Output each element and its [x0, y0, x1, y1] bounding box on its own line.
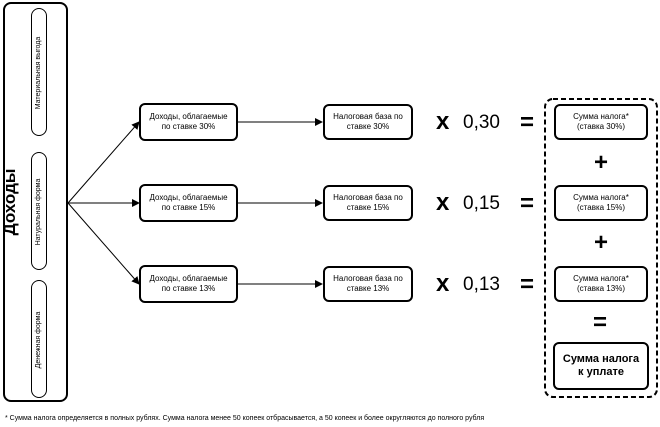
- form-material-benefit: Материальная выгода: [31, 8, 47, 136]
- tax-30-box: Сумма налога* (ставка 30%): [554, 104, 648, 140]
- multiply-15: x: [436, 189, 450, 216]
- income-15-box: Доходы, облагаемые по ставке 15%: [139, 184, 238, 222]
- tax-15-box: Сумма налога* (ставка 15%): [554, 185, 648, 221]
- equals-15: =: [520, 190, 535, 217]
- multiply-30: x: [436, 108, 450, 135]
- equals-total: =: [593, 309, 608, 336]
- rate-15: 0,15: [463, 193, 500, 214]
- base-13-box: Налоговая база по ставке 13%: [323, 266, 413, 302]
- plus-2: +: [594, 229, 609, 256]
- form-in-kind: Натуральная форма: [31, 152, 47, 270]
- income-30-box: Доходы, облагаемые по ставке 30%: [139, 103, 238, 141]
- income-13-box: Доходы, облагаемые по ставке 13%: [139, 265, 238, 303]
- rate-30: 0,30: [463, 112, 500, 133]
- form-cash: Денежная форма: [31, 280, 47, 398]
- tax-13-box: Сумма налога* (ставка 13%): [554, 266, 648, 302]
- footnote: * Сумма налога определяется в полных руб…: [5, 415, 485, 422]
- base-30-box: Налоговая база по ставке 30%: [323, 104, 413, 140]
- multiply-13: x: [436, 270, 450, 297]
- rate-13: 0,13: [463, 274, 500, 295]
- base-15-box: Налоговая база по ставке 15%: [323, 185, 413, 221]
- plus-1: +: [594, 149, 609, 176]
- income-label: Доходы: [0, 168, 19, 236]
- equals-13: =: [520, 271, 535, 298]
- total-tax-box: Сумма налога к уплате: [553, 342, 649, 390]
- equals-30: =: [520, 109, 535, 136]
